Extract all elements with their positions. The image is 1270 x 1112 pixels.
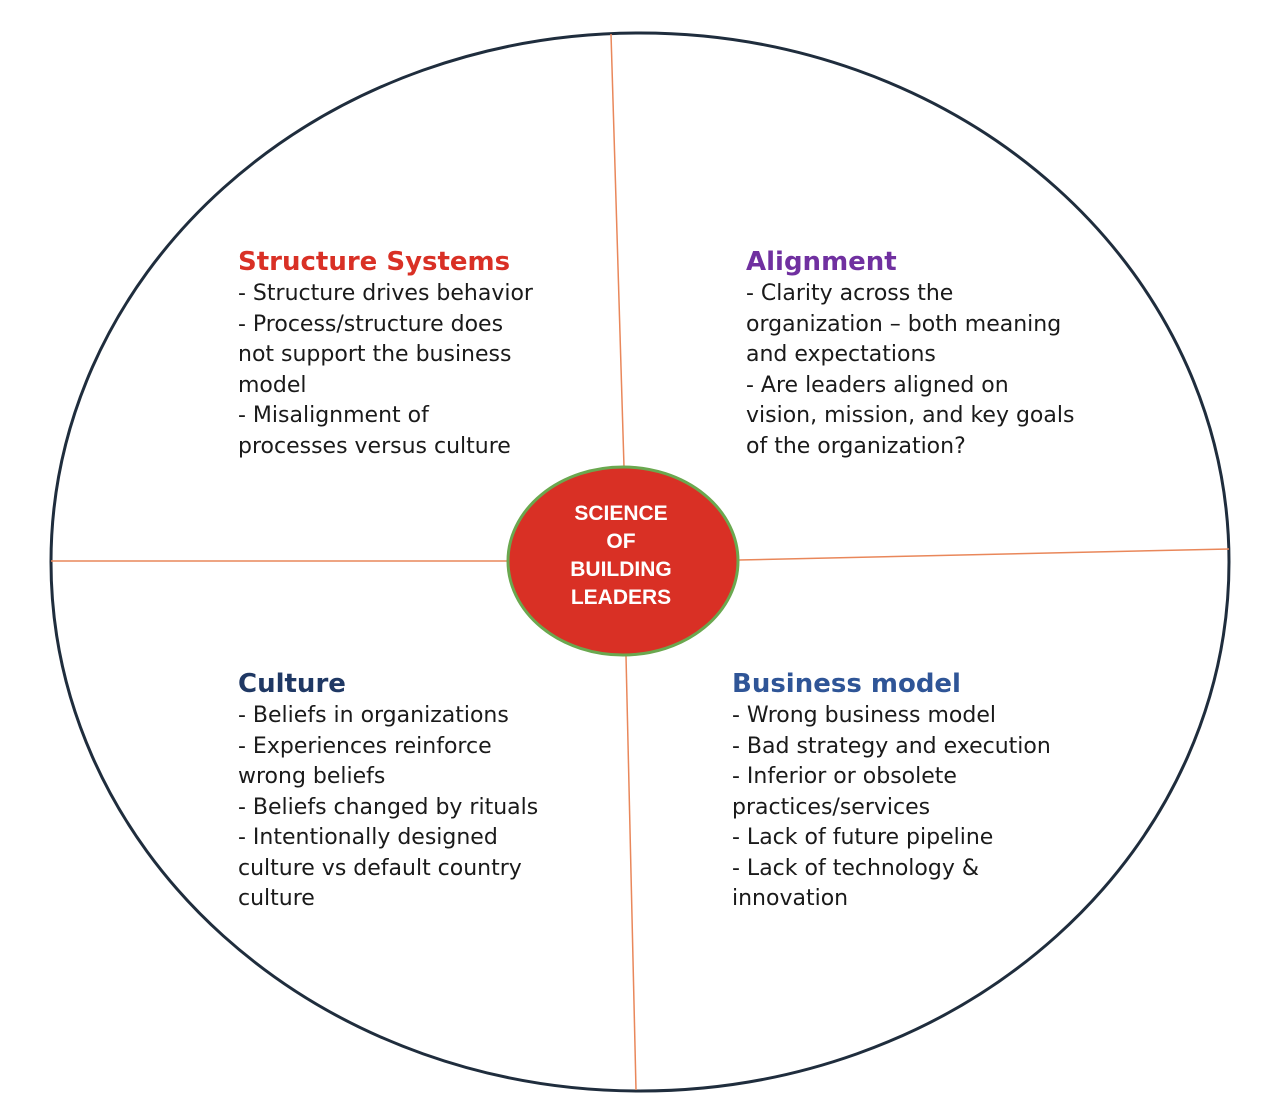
divider-top [610, 33, 625, 468]
list-item: - Clarity across the organization – both… [746, 281, 1062, 367]
list-item: - Lack of technology & innovation [732, 855, 980, 912]
quadrant-culture: Culture - Beliefs in organizations - Exp… [238, 667, 548, 915]
center-line-2: OF [606, 530, 636, 553]
center-line-1: SCIENCE [574, 502, 668, 525]
center-circle [506, 465, 740, 657]
quadrant-list-alignment: - Clarity across the organization – both… [746, 279, 1076, 462]
quadrant-list-structure-systems: - Structure drives behavior - Process/st… [238, 279, 538, 461]
quadrant-alignment: Alignment - Clarity across the organizat… [746, 245, 1076, 462]
quadrant-business-model: Business model - Wrong business model - … [732, 667, 1062, 915]
list-item: - Misalignment of processes versus cultu… [238, 403, 511, 459]
list-item: - Experiences reinforce wrong beliefs [238, 733, 492, 790]
list-item: - Structure drives behavior [238, 281, 533, 306]
list-item: - Wrong business model [732, 703, 996, 728]
quadrant-list-culture: - Beliefs in organizations - Experiences… [238, 701, 548, 915]
divider-right [738, 548, 1230, 561]
list-item: - Beliefs in organizations [238, 703, 509, 728]
quadrant-title-business-model: Business model [732, 669, 961, 699]
list-item: - Intentionally designed culture vs defa… [238, 825, 522, 911]
divider-bottom [625, 655, 637, 1091]
list-item: - Bad strategy and execution [732, 733, 1051, 759]
quadrant-structure-systems: Structure Systems - Structure drives beh… [238, 245, 538, 461]
list-item: - Are leaders aligned on vision, mission… [746, 372, 1075, 459]
center-line-4: LEADERS [570, 586, 672, 609]
quadrant-title-alignment: Alignment [746, 247, 897, 277]
list-item: - Inferior or obsolete practices/service… [732, 764, 957, 820]
center-line-3: BUILDING [570, 558, 672, 581]
list-item: - Lack of future pipeline [732, 825, 994, 850]
quadrant-list-business-model: - Wrong business model - Bad strategy an… [732, 701, 1062, 915]
center-label: SCIENCE OF BUILDING LEADERS [520, 500, 722, 612]
outer-ellipse [49, 31, 1231, 1093]
list-item: - Beliefs changed by rituals [238, 794, 539, 820]
quadrant-title-structure-systems: Structure Systems [238, 247, 511, 277]
list-item: - Process/structure does not support the… [238, 311, 512, 398]
quadrant-title-culture: Culture [238, 669, 346, 699]
